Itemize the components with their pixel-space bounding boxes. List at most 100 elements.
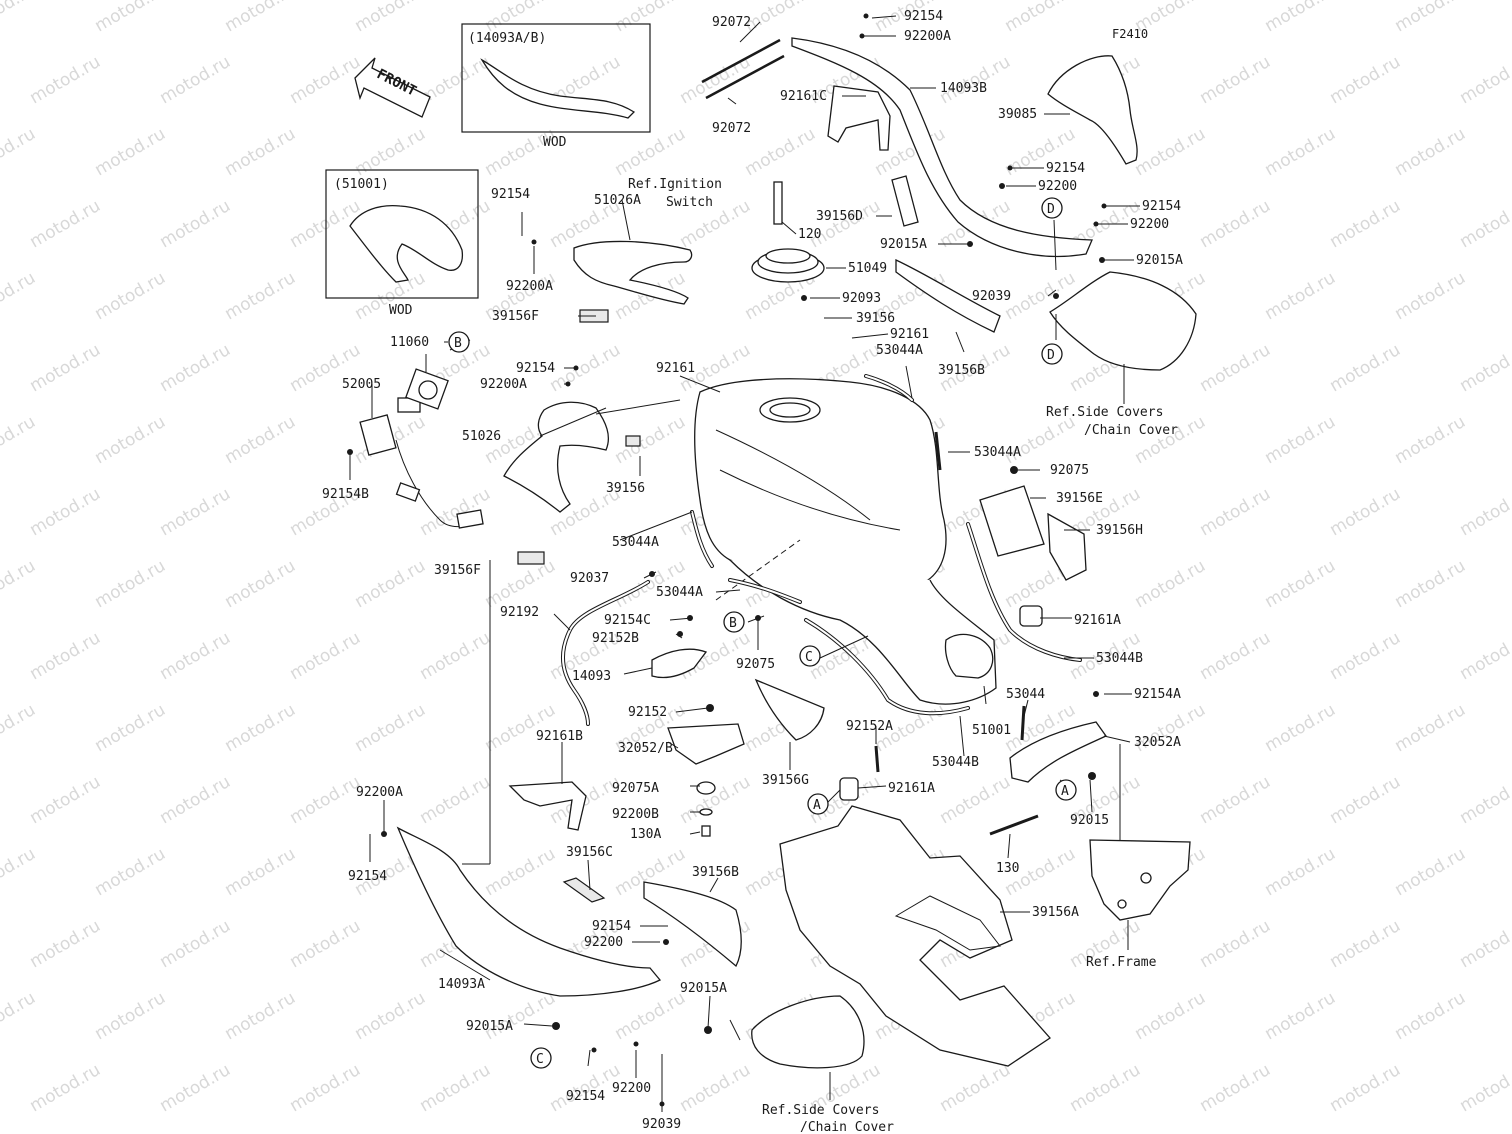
sticker-39156c xyxy=(562,877,606,903)
watermark-text: motod.ru xyxy=(1261,124,1339,180)
side-cover-right-lower xyxy=(751,995,865,1069)
watermark-text: motod.ru xyxy=(1196,52,1274,108)
watermark-text: motod.ru xyxy=(1196,196,1274,252)
seat-cowl-39085 xyxy=(1047,55,1138,165)
label-92075-mid: 92075 xyxy=(736,657,775,672)
tank-filler-ring xyxy=(769,402,811,418)
frame-ref xyxy=(1089,839,1191,921)
tank-hidden-line xyxy=(715,539,801,601)
inset-14093ab-label: (14093A/B) xyxy=(468,31,546,46)
watermark-text: motod.ru xyxy=(1391,0,1469,36)
callout-a-right: A xyxy=(1055,779,1077,801)
hose-53044 xyxy=(1020,705,1026,741)
watermark-text: motod.ru xyxy=(1391,412,1469,468)
label-92154-r1: 92154 xyxy=(1046,161,1085,176)
watermark-text: motod.ru xyxy=(1261,700,1339,756)
label-92154-left2: 92154 xyxy=(516,361,555,376)
watermark-text: motod.ru xyxy=(676,772,754,828)
label-92154a: 92154A xyxy=(1134,687,1181,702)
label-92200b: 92200B xyxy=(612,807,659,822)
watermark-text: motod.ru xyxy=(221,844,299,900)
watermark-text: motod.ru xyxy=(416,1060,494,1116)
label-92161-mid: 92161 xyxy=(656,361,695,376)
label-92037: 92037 xyxy=(570,571,609,586)
watermark-text: motod.ru xyxy=(936,772,1014,828)
callout-a-lower: A xyxy=(807,793,829,815)
sticker-39156b-lower xyxy=(643,881,742,968)
watermark-text: motod.ru xyxy=(1196,340,1274,396)
watermark-text: motod.ru xyxy=(1196,772,1274,828)
inset-14093ab-note: WOD xyxy=(543,135,567,150)
svg-text:A: A xyxy=(1061,784,1069,799)
strip-92072-b xyxy=(705,54,785,100)
watermark-text: motod.ru xyxy=(26,1060,104,1116)
watermark-text: motod.ru xyxy=(156,916,234,972)
svg-text:D: D xyxy=(1047,348,1055,363)
watermark-text: motod.ru xyxy=(221,556,299,612)
label-92161a-upper: 92161A xyxy=(1074,613,1121,628)
watermark-text: motod.ru xyxy=(1456,52,1512,108)
label-39085: 39085 xyxy=(998,107,1037,122)
label-39156-top: 39156 xyxy=(856,311,895,326)
label-92072-top: 92072 xyxy=(712,15,751,30)
watermark-text: motod.ru xyxy=(611,412,689,468)
watermark-text: motod.ru xyxy=(286,772,364,828)
watermark-text: motod.ru xyxy=(26,916,104,972)
watermark-text: motod.ru xyxy=(286,52,364,108)
watermark-text: motod.ru xyxy=(91,124,169,180)
label-92015a-upper: 92015A xyxy=(880,237,927,252)
label-92154-lowest: 92154 xyxy=(566,1089,605,1104)
watermark-text: motod.ru xyxy=(91,844,169,900)
watermark-text: motod.ru xyxy=(26,772,104,828)
sticker-39156a-inner xyxy=(894,895,1001,951)
inset-tank-cover-shape xyxy=(349,204,464,283)
bracket-32052b xyxy=(667,723,745,765)
label-39156a: 39156A xyxy=(1032,905,1079,920)
label-32052b: 32052/B xyxy=(618,741,673,756)
watermark-text: motod.ru xyxy=(1391,988,1469,1044)
watermark-text: motod.ru xyxy=(221,0,299,36)
watermark-text: motod.ru xyxy=(416,484,494,540)
fastener-dots xyxy=(347,13,1107,1107)
label-ref-side-covers-lower: Ref.Side Covers xyxy=(762,1103,879,1118)
watermark-text: motod.ru xyxy=(91,412,169,468)
label-92200-lowest: 92200 xyxy=(612,1081,651,1096)
watermark-text: motod.ru xyxy=(156,196,234,252)
watermark-text: motod.ru xyxy=(416,772,494,828)
damper-92075a xyxy=(696,781,716,795)
label-92039-lowest: 92039 xyxy=(642,1117,681,1132)
label-92200-r1: 92200 xyxy=(1038,179,1077,194)
label-53044b-right: 53044B xyxy=(1096,651,1143,666)
watermark-text: motod.ru xyxy=(936,1060,1014,1116)
inset-box-14093ab xyxy=(461,23,651,133)
sticker-39156g xyxy=(754,678,825,741)
bolt-120 xyxy=(773,181,783,225)
watermark-text: motod.ru xyxy=(156,52,234,108)
strip-92072-a xyxy=(701,38,781,84)
label-92152a: 92152A xyxy=(846,719,893,734)
tank-contour-1 xyxy=(715,429,871,521)
watermark-text: motod.ru xyxy=(286,1060,364,1116)
label-92015a-right: 92015A xyxy=(1136,253,1183,268)
watermark-text: motod.ru xyxy=(0,412,39,468)
watermark-text: motod.ru xyxy=(1131,124,1209,180)
watermark-text: motod.ru xyxy=(1456,628,1512,684)
watermark-text: motod.ru xyxy=(26,484,104,540)
sticker-39156e xyxy=(979,485,1045,557)
watermark-text: motod.ru xyxy=(1391,556,1469,612)
watermark-text: motod.ru xyxy=(676,1060,754,1116)
label-ref-side-covers-upper: Ref.Side Covers xyxy=(1046,405,1163,420)
label-92015a-low-left: 92015A xyxy=(466,1019,513,1034)
side-cover-14093a xyxy=(396,826,662,997)
label-92015a-low-right: 92015A xyxy=(680,981,727,996)
front-direction-arrow: FRONT xyxy=(354,57,431,118)
sticker-39156a xyxy=(779,805,1051,1067)
label-92192: 92192 xyxy=(500,605,539,620)
label-92200-mid-low: 92200 xyxy=(584,935,623,950)
watermark-text: motod.ru xyxy=(1131,988,1209,1044)
label-130: 130 xyxy=(996,861,1019,876)
label-92072-bottom: 92072 xyxy=(712,121,751,136)
watermark-text: motod.ru xyxy=(91,268,169,324)
label-39156-mid: 39156 xyxy=(606,481,645,496)
label-92161a-lower: 92161A xyxy=(888,781,935,796)
